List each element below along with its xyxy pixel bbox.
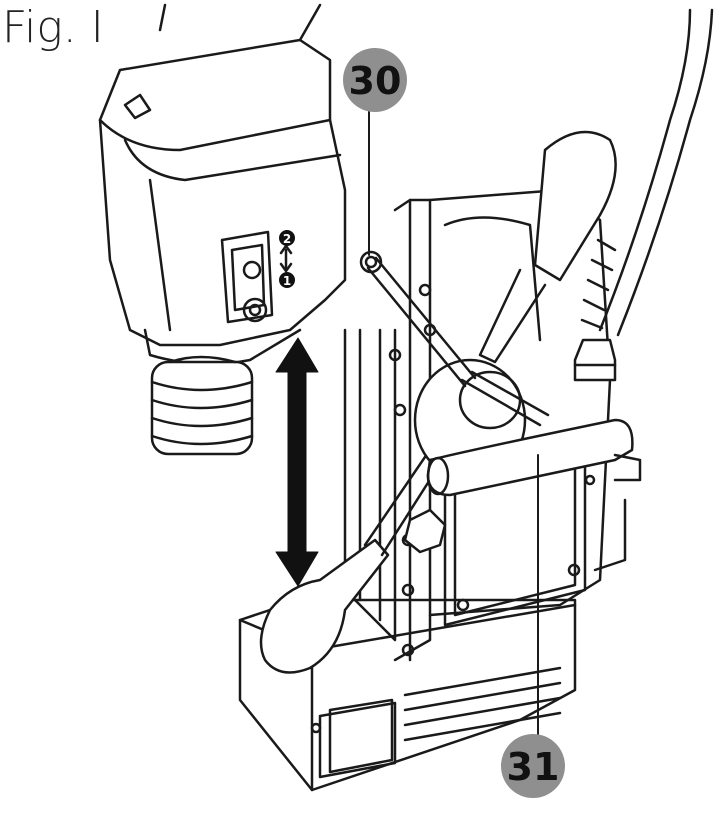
spindle-arbor	[150, 355, 254, 456]
speed-mark-2-label: 2	[283, 232, 291, 246]
callout-30: 30	[343, 48, 407, 256]
callout-31-label: 31	[507, 745, 560, 789]
motor-head	[98, 3, 347, 366]
travel-arrow	[275, 337, 319, 587]
hex-key-30	[359, 250, 550, 427]
speed-mark-1-icon	[279, 272, 295, 288]
power-cable	[573, 8, 714, 382]
figure-title: Fig. I	[2, 2, 104, 53]
callout-30-label: 30	[349, 59, 402, 103]
feed-handles	[259, 130, 642, 674]
speed-mark-2-icon	[279, 230, 295, 246]
speed-mark-1-label: 1	[283, 274, 291, 288]
callout-31: 31	[501, 454, 565, 798]
